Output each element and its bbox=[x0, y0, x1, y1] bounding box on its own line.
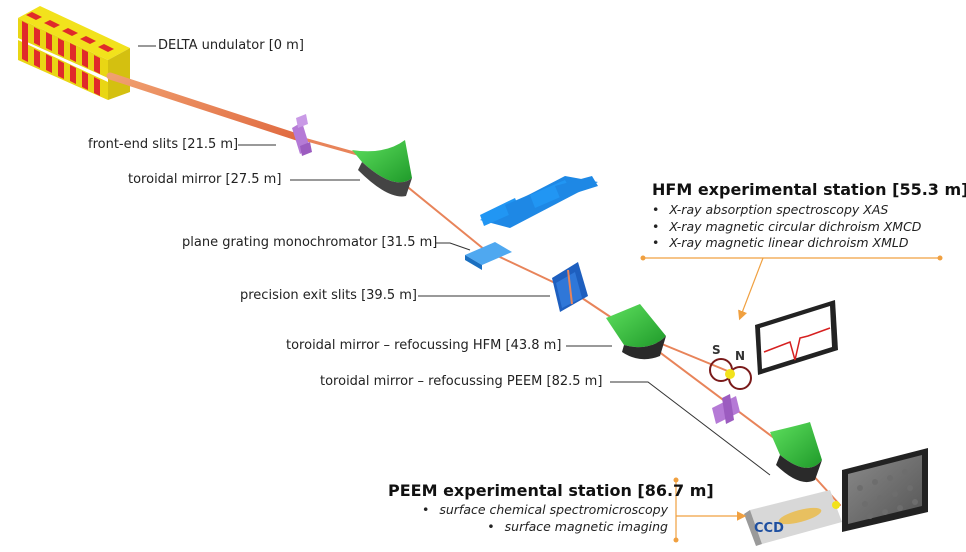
peem-image-screen bbox=[842, 448, 928, 532]
peem-station-title: PEEM experimental station [86.7 m] bbox=[388, 481, 714, 500]
peem-slits bbox=[712, 394, 740, 424]
undulator-stripes bbox=[22, 12, 114, 96]
magnet-north-label: N bbox=[735, 349, 745, 363]
peem-station-list: surface chemical spectromicroscopy surfa… bbox=[422, 502, 668, 535]
hfm-station-list: X-ray absorption spectroscopy XAS X-ray … bbox=[652, 202, 921, 252]
precision-exit-slits bbox=[552, 262, 588, 312]
hfm-item: X-ray magnetic linear dichroism XMLD bbox=[652, 235, 921, 252]
hfm-magnet: S N bbox=[709, 343, 752, 390]
hfm-item: X-ray magnetic circular dichroism XMCD bbox=[652, 219, 921, 236]
peem-callout bbox=[673, 477, 747, 543]
undulator bbox=[18, 6, 130, 100]
ccd-label: CCD bbox=[754, 521, 784, 536]
toroidal-mirror-hfm bbox=[606, 304, 666, 360]
label-pgm: plane grating monochromator [31.5 m] bbox=[182, 235, 438, 250]
label-exit-slits: precision exit slits [39.5 m] bbox=[240, 288, 417, 303]
label-tm-hfm: toroidal mirror – refocussing HFM [43.8 … bbox=[286, 338, 562, 353]
toroidal-mirror-peem bbox=[770, 422, 822, 483]
leader-pgm bbox=[436, 242, 471, 251]
hfm-station-title: HFM experimental station [55.3 m] bbox=[652, 180, 966, 199]
label-toroidal-mirror: toroidal mirror [27.5 m] bbox=[128, 172, 282, 187]
magnet-south-label: S bbox=[712, 343, 721, 357]
leader-lines bbox=[138, 45, 771, 476]
hfm-spectrum-screen bbox=[755, 300, 838, 375]
peem-item: surface magnetic imaging bbox=[422, 519, 668, 536]
leader-tm-peem bbox=[610, 381, 771, 476]
plane-grating-monochromator bbox=[465, 176, 598, 270]
label-tm-peem: toroidal mirror – refocussing PEEM [82.5… bbox=[320, 374, 603, 389]
label-undulator: DELTA undulator [0 m] bbox=[158, 38, 304, 53]
front-end-slits bbox=[292, 114, 312, 156]
peem-item: surface chemical spectromicroscopy bbox=[422, 502, 668, 519]
pgm-segments bbox=[480, 176, 598, 226]
hfm-callout bbox=[640, 255, 943, 321]
label-front-end-slits: front-end slits [21.5 m] bbox=[88, 137, 239, 152]
hfm-item: X-ray absorption spectroscopy XAS bbox=[652, 202, 921, 219]
toroidal-mirror-1 bbox=[352, 140, 412, 197]
hfm-arrow bbox=[738, 257, 764, 321]
peem-microscope: CCD bbox=[744, 490, 842, 546]
